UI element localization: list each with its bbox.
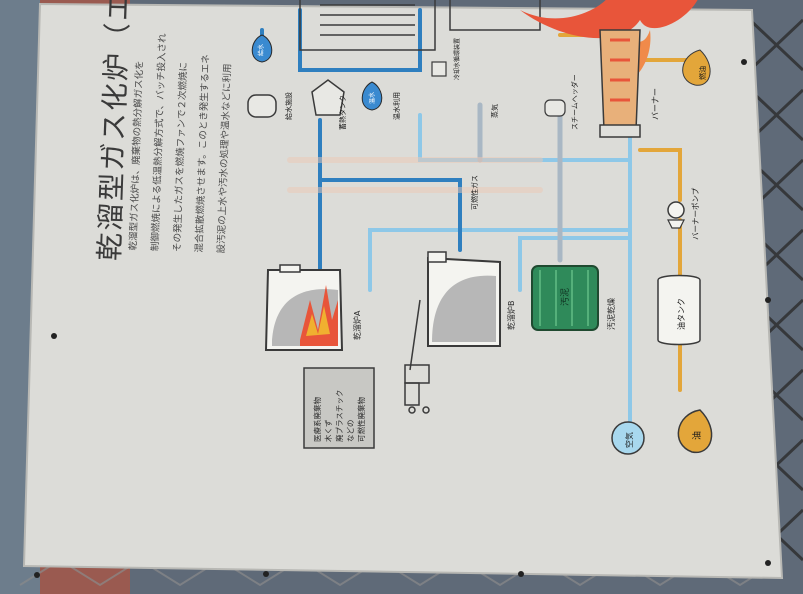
label-oil: 油	[690, 431, 703, 440]
label-hot-water-use: 温水利用	[392, 92, 402, 120]
description-block: 乾溜型ガス化炉は、廃棄物の熱分解ガス化を 制御燃焼による低温熱分解方式で、バッチ…	[123, 20, 241, 254]
label-heat-storage-tank: 蓄熱タンク	[338, 95, 348, 130]
label-burner-pump: バーナーポンプ	[690, 188, 701, 240]
label-combustible-gas: 可燃性ガス	[470, 175, 480, 210]
waste-item: 可燃性廃棄物	[356, 390, 367, 442]
label-sludge-dryer: 汚泥乾燥	[606, 298, 617, 330]
label-cooling-tower: 冷却水循環装置	[452, 38, 461, 80]
label-steam-header: スチームヘッダー	[570, 70, 580, 130]
label-hot-water: 温水	[367, 92, 376, 104]
label-steam: 蒸気	[490, 104, 500, 118]
waste-item: 廃プラスチック	[334, 390, 345, 442]
label-sludge-inner: 汚泥	[558, 288, 571, 306]
furnace-a	[266, 265, 342, 350]
steam-header	[545, 100, 565, 116]
label-furnace-a: 乾溜炉A	[352, 311, 363, 340]
waste-item: 木くず	[323, 390, 334, 442]
burner-pump-icon	[668, 202, 684, 228]
waste-item: などの	[345, 390, 356, 442]
waste-item: 医療系廃棄物	[312, 390, 323, 442]
waste-box-text: 医療系廃棄物 木くず 廃プラスチック などの 可燃性廃棄物	[312, 390, 367, 442]
label-water-top: 給水	[256, 44, 265, 56]
label-furnace-b: 乾溜炉B	[506, 301, 517, 331]
label-oil-tank: 油タンク	[676, 298, 687, 330]
burner-body	[600, 30, 640, 137]
label-air: 空気	[624, 432, 635, 448]
label-burner: バーナー	[650, 88, 661, 120]
label-burner-oil: 燃油	[698, 66, 708, 80]
label-hot-water-supply: 給水施設	[284, 92, 294, 120]
